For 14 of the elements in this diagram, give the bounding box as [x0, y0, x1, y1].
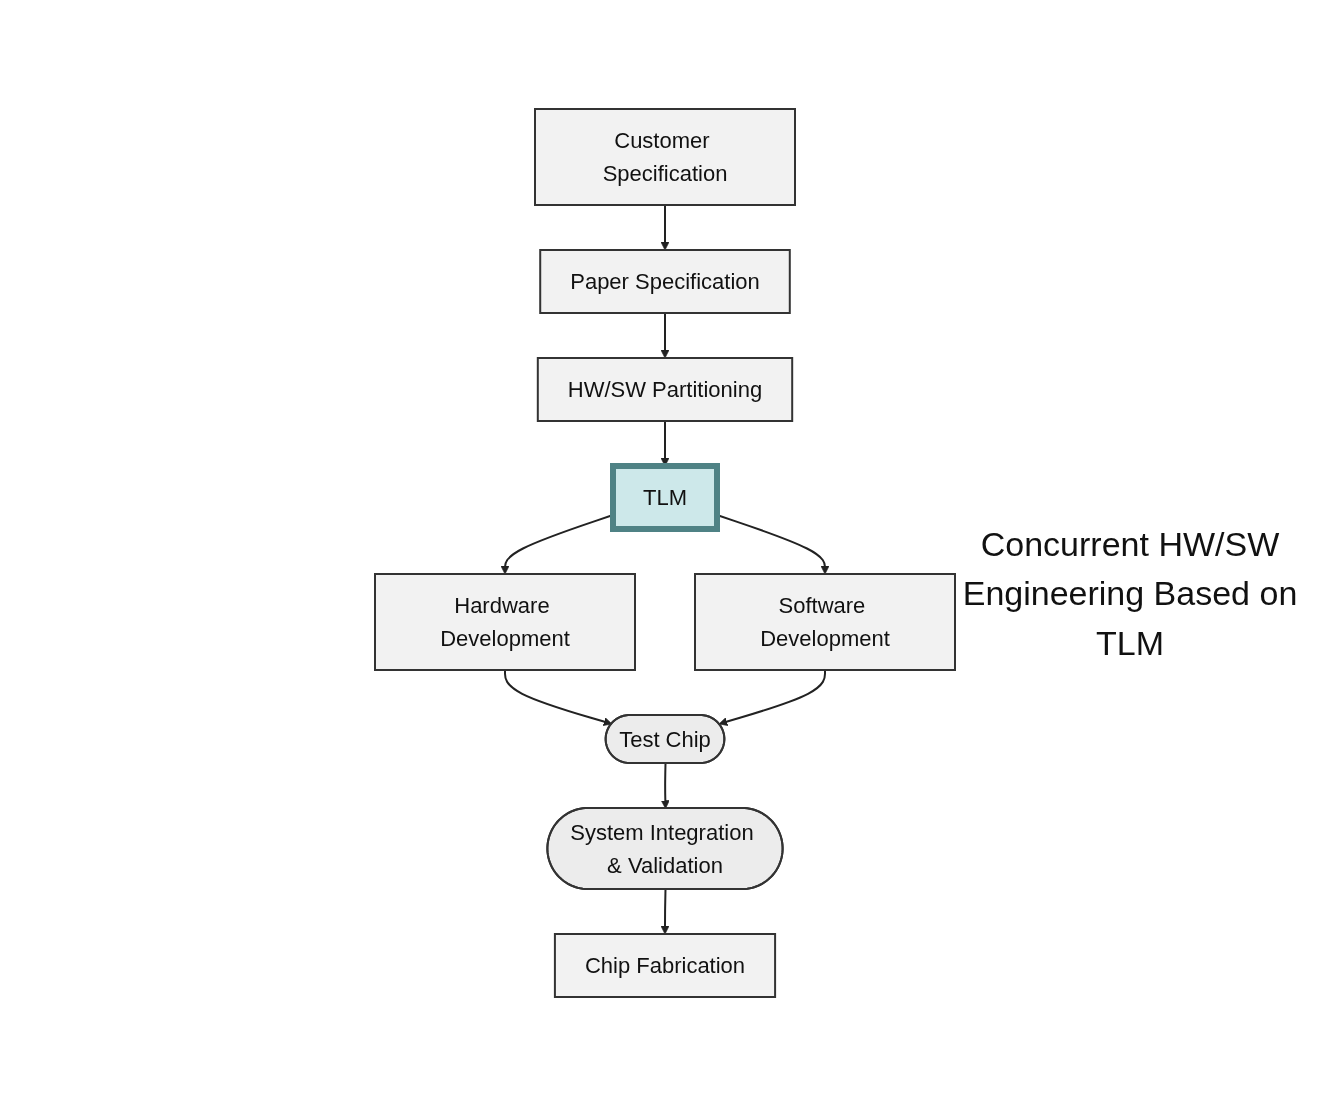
note-text: Concurrent HW/SW Engineering Based on TLM [961, 524, 1299, 664]
arrow [660, 311, 669, 358]
arrow [503, 668, 612, 726]
node-box: TLM [609, 462, 720, 532]
arrow [660, 762, 670, 809]
node-box: Chip Fabrication [553, 932, 776, 998]
arrow [660, 203, 669, 250]
arrow [660, 888, 669, 934]
node-box: Customer Specification [533, 107, 796, 206]
arrow [718, 668, 826, 726]
node-box: Software Development [693, 572, 956, 671]
node-box: Paper Specification [538, 248, 791, 314]
node-box: HW/SW Partitioning [536, 356, 793, 422]
node-box: Hardware Development [373, 572, 636, 671]
